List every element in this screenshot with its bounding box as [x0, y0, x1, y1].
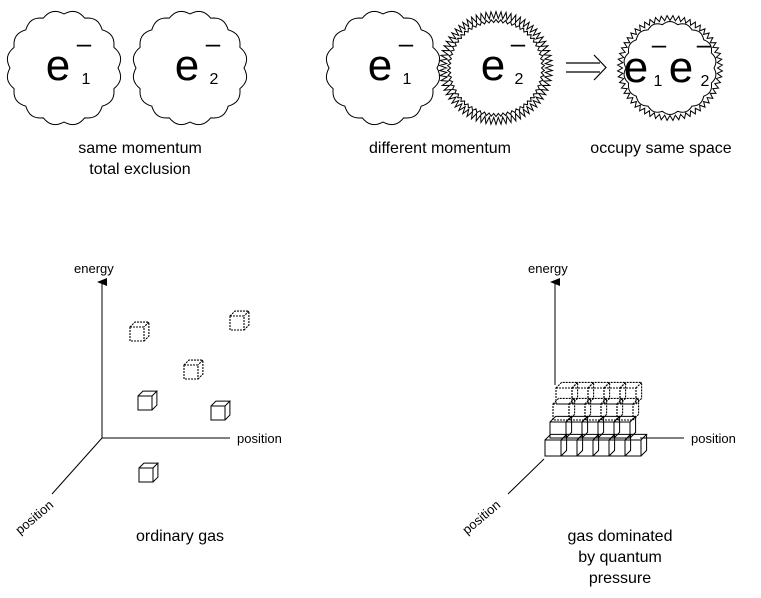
combined-cloud-outer — [616, 14, 724, 122]
caption-different-momentum: different momentum — [369, 140, 511, 157]
combined-cloud-inner — [623, 20, 717, 116]
svg-text:2: 2 — [515, 71, 524, 88]
svg-text:1: 1 — [654, 73, 663, 90]
ground-state-particle — [624, 433, 648, 457]
gas-particle — [210, 400, 232, 421]
electron-1-label: e – 1 — [46, 28, 92, 90]
svg-text:1: 1 — [82, 71, 91, 88]
position-z-axis — [51, 437, 103, 495]
gas-particle — [229, 310, 251, 331]
svg-text:–: – — [399, 28, 414, 58]
gas-particle — [129, 321, 151, 342]
svg-text:e: e — [624, 43, 648, 92]
electron-pair-different-momentum: e – 1 e – 2 — [325, 9, 555, 127]
electrons-occupy-same-space: e – 1 e – 2 — [616, 14, 724, 122]
excited-particle — [619, 381, 643, 405]
electron-1-cloud — [6, 10, 122, 126]
caption-quantum-pressure-gas: gas dominated by quantum pressure — [567, 528, 673, 587]
svg-text:e: e — [368, 41, 392, 90]
svg-text:e: e — [481, 41, 505, 90]
position-z-axis — [507, 458, 545, 495]
gas-particle — [138, 462, 160, 483]
svg-text:–: – — [511, 28, 526, 58]
position-z-axis-label: position — [459, 497, 503, 537]
svg-text:e: e — [175, 41, 199, 90]
electron-pair-same-momentum: e – 1 e – 2 — [6, 10, 248, 126]
position-x-axis-label: position — [237, 431, 282, 446]
quantum-gas-axes: energy position position — [459, 261, 736, 537]
svg-text:2: 2 — [210, 71, 219, 88]
caption-same-momentum: same momentum total exclusion — [78, 140, 202, 178]
electron-2-label: e – 2 — [669, 29, 712, 92]
svg-text:2: 2 — [701, 73, 710, 90]
svg-text:1: 1 — [403, 71, 412, 88]
svg-text:–: – — [77, 28, 92, 58]
position-z-axis-label: position — [12, 497, 56, 537]
electron-2-label: e – 2 — [481, 28, 526, 90]
svg-text:e: e — [669, 43, 693, 92]
svg-text:–: – — [206, 28, 221, 58]
gas-particle — [183, 359, 205, 380]
caption-ordinary-gas: ordinary gas — [135, 528, 225, 545]
electron-1-cloud — [325, 10, 441, 126]
electron-2-label: e – 2 — [175, 28, 221, 90]
svg-text:–: – — [697, 29, 712, 59]
energy-axis-label: energy — [74, 261, 114, 276]
quantum-gas-particle-stack — [544, 381, 648, 457]
svg-text:–: – — [652, 29, 667, 59]
caption-occupy-same-space: occupy same space — [590, 140, 732, 157]
gas-particle — [137, 390, 159, 411]
energy-axis-label: energy — [528, 261, 568, 276]
ordinary-gas-particles — [129, 310, 251, 483]
electron-2-wavy-cloud-inner — [446, 18, 546, 118]
electron-1-label: e – 1 — [624, 29, 667, 92]
position-x-axis-label: position — [691, 431, 736, 446]
electron-1-label: e – 1 — [368, 28, 414, 90]
electron-2-wavy-cloud — [437, 9, 555, 127]
implies-arrow — [566, 54, 607, 81]
svg-text:e: e — [46, 41, 70, 90]
ordinary-gas-axes: energy position position — [12, 261, 282, 537]
electron-2-cloud — [132, 10, 248, 126]
